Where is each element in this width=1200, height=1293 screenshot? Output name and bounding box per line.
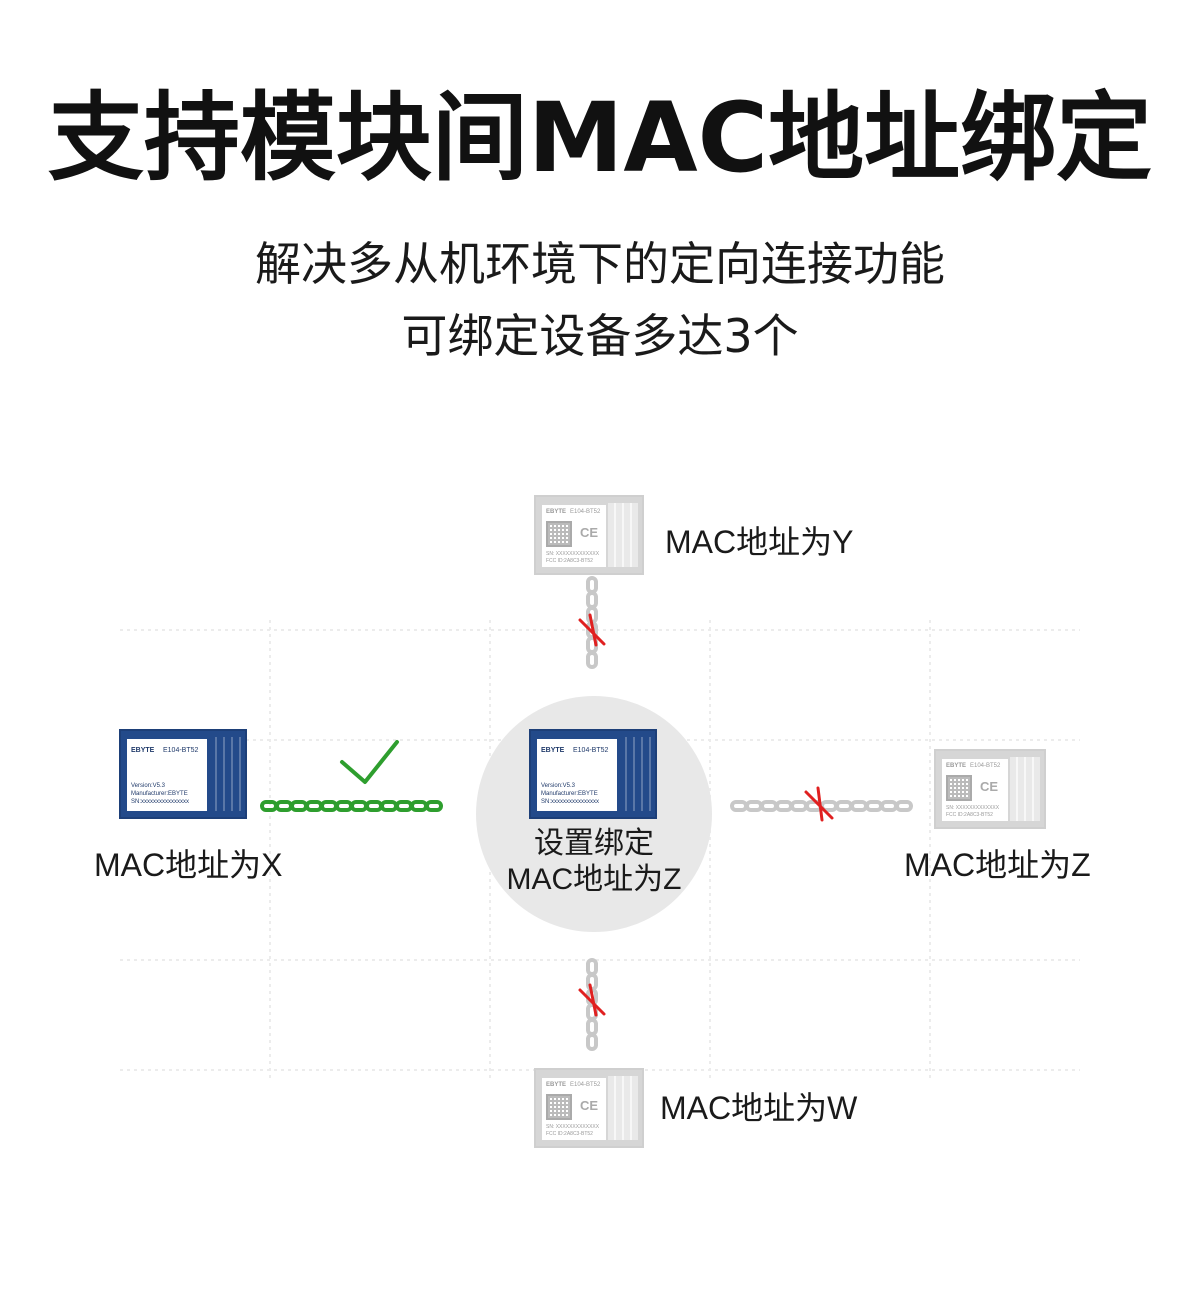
cross-icon-right [804, 786, 834, 822]
chain-link [745, 800, 763, 812]
chain-link [290, 800, 308, 812]
chain-link [410, 800, 428, 812]
subtitle-line-2: 可绑定设备多达3个 [401, 309, 799, 363]
chain-link [586, 958, 598, 976]
chain-link [586, 651, 598, 669]
ce-mark-icon: CE [980, 779, 999, 794]
module-model: E104-BT52 [163, 747, 199, 754]
qr-code-icon [546, 1094, 572, 1120]
center-label-line-2: MAC地址为Z [506, 863, 682, 896]
chain-link [790, 800, 808, 812]
node-label-bottom: MAC地址为W [660, 1090, 858, 1126]
chain-link [850, 800, 868, 812]
cross-icon-bottom [578, 983, 606, 1017]
center-label-line-1: 设置绑定 [534, 827, 654, 860]
module-sn: SN: XXXXXXXXXXXXX [546, 1124, 600, 1130]
module-brand: EBYTE [546, 509, 567, 515]
background-grid [120, 620, 1080, 1080]
node-label-top: MAC地址为Y [665, 524, 854, 560]
cross-icon-top [578, 613, 606, 647]
chain-link [395, 800, 413, 812]
chain-link [260, 800, 278, 812]
module-model: E104-BT52 [570, 1082, 601, 1088]
ce-mark-icon: CE [580, 525, 599, 540]
node-label-right: MAC地址为Z [904, 847, 1091, 883]
node-label-left: MAC地址为X [94, 847, 283, 883]
module-manufacturer: Manufacturer:EBYTE [131, 791, 188, 797]
module-card-right: EBYTE E104-BT52 CE SN: XXXXXXXXXXXXX FCC… [934, 749, 1046, 829]
chain-link [895, 800, 913, 812]
module-version: Version:V5.3 [541, 783, 576, 789]
chain-link [586, 576, 598, 594]
chain-link [586, 1018, 598, 1036]
module-brand: EBYTE [546, 1082, 567, 1088]
chain-link [586, 1033, 598, 1051]
module-sn: SN: XXXXXXXXXXXXX [546, 551, 600, 557]
chain-link [730, 800, 748, 812]
module-sn: SN:xxxxxxxxxxxxxxxx [541, 799, 600, 805]
module-manufacturer: Manufacturer:EBYTE [541, 791, 598, 797]
subtitle-line-1: 解决多从机环境下的定向连接功能 [255, 237, 945, 291]
chain-link [425, 800, 443, 812]
module-brand: EBYTE [131, 747, 155, 754]
qr-code-icon [946, 775, 972, 801]
chain-link [760, 800, 778, 812]
chain-link [380, 800, 398, 812]
chain-link [320, 800, 338, 812]
module-brand: EBYTE [541, 747, 565, 754]
chain-link [586, 591, 598, 609]
module-version: Version:V5.3 [131, 783, 166, 789]
chain-link [775, 800, 793, 812]
module-brand: EBYTE [946, 763, 967, 769]
chain-link [365, 800, 383, 812]
mac-binding-diagram: EBYTE E104-BT52 CE SN: XXXXXXXXXXXXX FCC… [0, 470, 1200, 1190]
module-fcc: FCC ID:2A8C3-BT52 [546, 558, 593, 564]
chain-link [880, 800, 898, 812]
chain-link [335, 800, 353, 812]
module-model: E104-BT52 [570, 509, 601, 515]
qr-code-icon [546, 521, 572, 547]
module-sn: SN:xxxxxxxxxxxxxxxx [131, 799, 190, 805]
chain-link [835, 800, 853, 812]
module-card-left: EBYTE E104-BT52 Version:V5.3 Manufacture… [119, 729, 247, 819]
chain-link-connected [260, 800, 443, 812]
module-fcc: FCC ID:2A8C3-BT52 [946, 812, 993, 818]
module-card-top: EBYTE E104-BT52 CE SN: XXXXXXXXXXXXX FCC… [534, 495, 644, 575]
module-card-bottom: EBYTE E104-BT52 CE SN: XXXXXXXXXXXXX FCC… [534, 1068, 644, 1148]
module-card-center: EBYTE E104-BT52 Version:V5.3 Manufacture… [529, 729, 657, 819]
chain-link [865, 800, 883, 812]
chain-link [305, 800, 323, 812]
page-title: 支持模块间MAC地址绑定 [47, 82, 1153, 194]
module-sn: SN: XXXXXXXXXXXXX [946, 805, 1000, 811]
module-fcc: FCC ID:2A8C3-BT52 [546, 1131, 593, 1137]
module-model: E104-BT52 [573, 747, 609, 754]
chain-link [350, 800, 368, 812]
chain-link [275, 800, 293, 812]
module-model: E104-BT52 [970, 763, 1001, 769]
check-icon [340, 740, 399, 784]
ce-mark-icon: CE [580, 1098, 599, 1113]
